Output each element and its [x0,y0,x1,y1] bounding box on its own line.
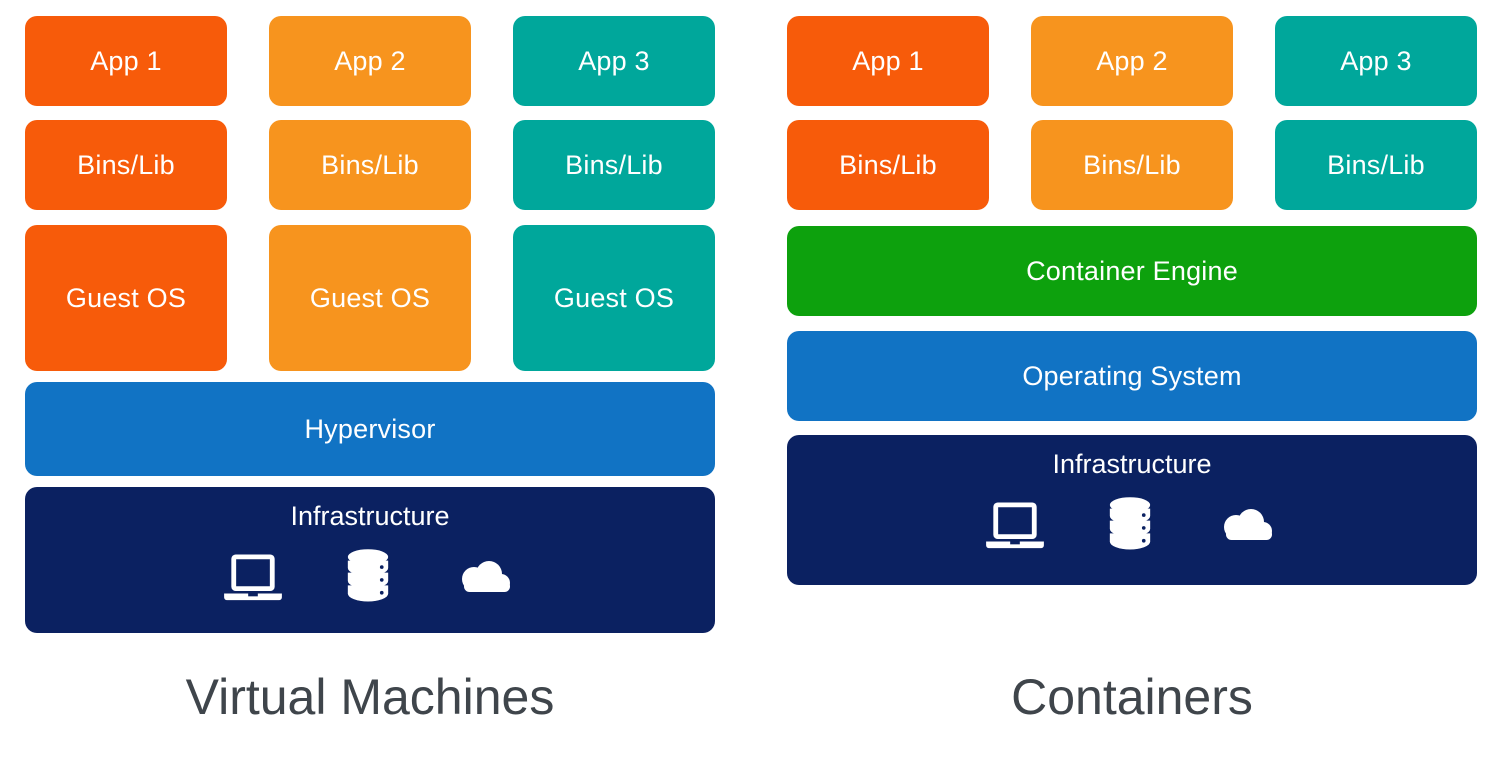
ct-infrastructure-bar: Infrastructure [787,435,1477,585]
containers-title: Containers [1011,669,1253,725]
vm-guestos-row: Guest OS Guest OS Guest OS [25,225,715,371]
vm-infrastructure-icons [222,548,518,610]
laptop-icon [224,554,282,601]
ct-bins3-box: Bins/Lib [1275,120,1477,210]
vm-bins1-box: Bins/Lib [25,120,227,210]
ct-app3-box: App 3 [1275,16,1477,106]
cloud-icon [462,561,510,592]
ct-bins-row: Bins/Lib Bins/Lib Bins/Lib [787,120,1477,210]
vm-app-row: App 1 App 2 App 3 [25,16,715,106]
ct-app-row: App 1 App 2 App 3 [787,16,1477,106]
vm-guestos3-box: Guest OS [513,225,715,371]
vm-bins2-box: Bins/Lib [269,120,471,210]
vm-infrastructure-label: Infrastructure [290,501,450,531]
hypervisor-bar: Hypervisor [25,382,715,476]
ct-bins1-box: Bins/Lib [787,120,989,210]
ct-app2-box: App 2 [1031,16,1233,106]
ct-infrastructure-icons [984,496,1280,558]
ct-infrastructure-label: Infrastructure [1052,449,1212,479]
vm-bins3-box: Bins/Lib [513,120,715,210]
vm-stack: App 1 App 2 App 3 Bins/Lib Bins/Lib Bins… [25,16,715,633]
database-icon [347,549,389,602]
laptop-icon [986,502,1044,549]
container-engine-bar: Container Engine [787,226,1477,316]
vm-infrastructure-bar: Infrastructure [25,487,715,633]
cloud-icon [1224,509,1272,540]
ct-bins2-box: Bins/Lib [1031,120,1233,210]
ct-app1-box: App 1 [787,16,989,106]
containers-stack: App 1 App 2 App 3 Bins/Lib Bins/Lib Bins… [787,16,1477,585]
database-icon [1109,497,1151,550]
vm-guestos1-box: Guest OS [25,225,227,371]
vm-app3-box: App 3 [513,16,715,106]
vm-app1-box: App 1 [25,16,227,106]
operating-system-bar: Operating System [787,331,1477,421]
vm-app2-box: App 2 [269,16,471,106]
vm-title: Virtual Machines [185,669,555,725]
vm-bins-row: Bins/Lib Bins/Lib Bins/Lib [25,120,715,210]
vm-guestos2-box: Guest OS [269,225,471,371]
